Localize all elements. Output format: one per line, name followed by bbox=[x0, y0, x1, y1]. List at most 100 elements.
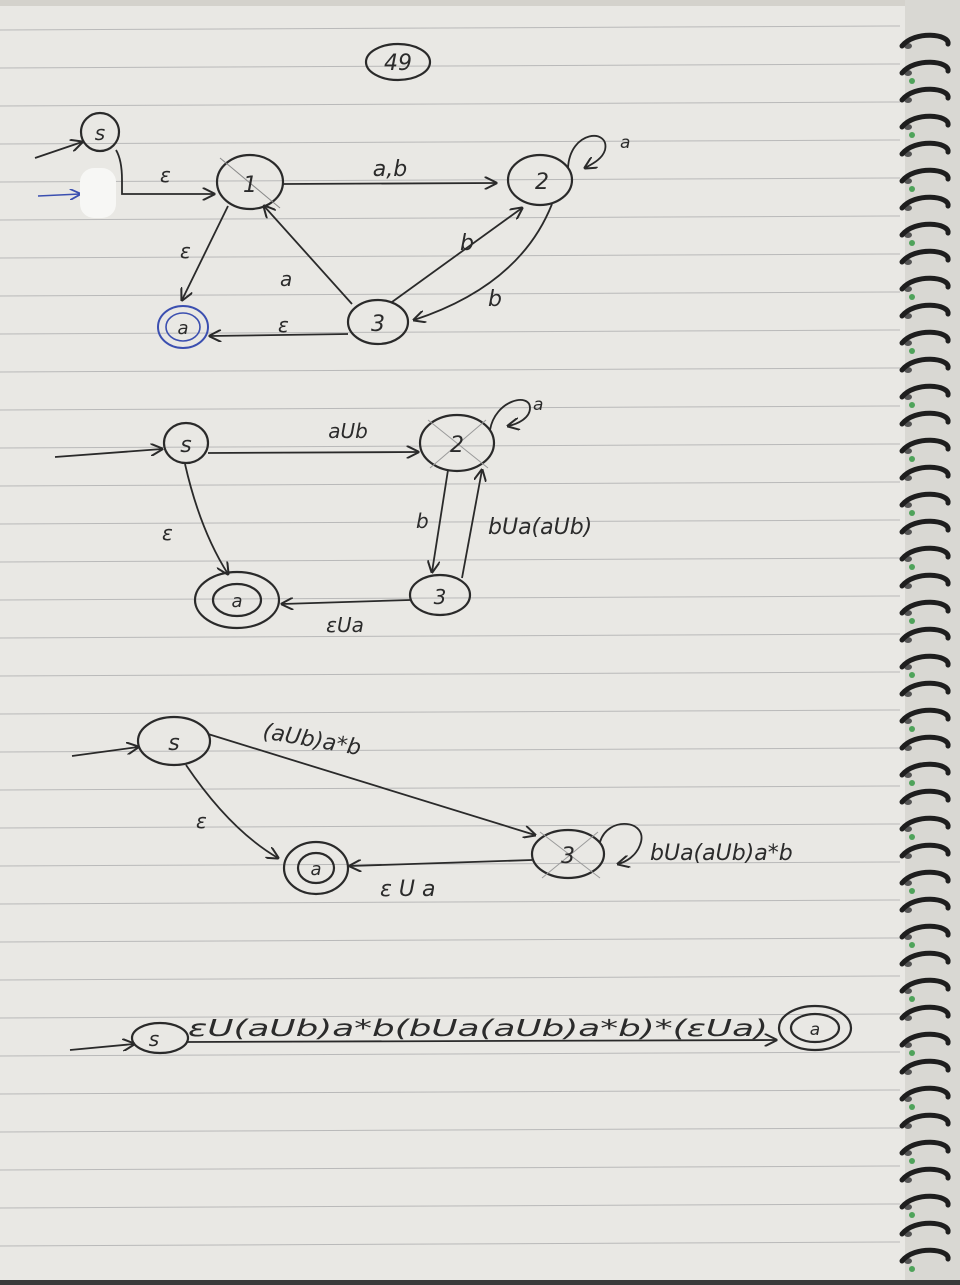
ruled-line bbox=[0, 443, 901, 449]
ruled-line bbox=[0, 101, 901, 107]
svg-text:a: a bbox=[177, 318, 188, 339]
spiral-coil bbox=[899, 1220, 951, 1237]
d3-edge-3-loop bbox=[599, 823, 643, 864]
spiral-coil bbox=[899, 383, 951, 400]
binding-green-dot bbox=[909, 996, 915, 1002]
ruled-line bbox=[0, 63, 901, 69]
d2-label-2-3: b bbox=[416, 509, 429, 533]
binding-green-dot bbox=[909, 888, 915, 894]
d3-state-3: 3 bbox=[530, 828, 606, 880]
ruled-lines bbox=[0, 25, 901, 1247]
d1-label-3-2: b bbox=[460, 231, 474, 256]
binding-green-dot bbox=[909, 1050, 915, 1056]
ruled-line bbox=[0, 937, 901, 943]
d3-state-accept: a bbox=[282, 840, 350, 896]
spiral-coil bbox=[899, 653, 951, 670]
d1-label-3-1: a bbox=[280, 267, 292, 291]
spiral-coil bbox=[899, 464, 951, 481]
svg-text:a: a bbox=[310, 859, 321, 880]
d3-label-s-accept: ε bbox=[196, 809, 207, 833]
ruled-line bbox=[0, 139, 901, 145]
spiral-coil bbox=[899, 1058, 951, 1075]
ruled-line bbox=[0, 177, 901, 183]
d1-edge-1-accept bbox=[182, 205, 229, 300]
spiral-coil bbox=[899, 221, 951, 238]
d2-edge-3-accept bbox=[282, 600, 411, 604]
d3-state-s: s bbox=[136, 715, 212, 767]
spiral-coil bbox=[899, 1166, 951, 1183]
spiral-coil bbox=[899, 248, 951, 265]
binding-green-dot bbox=[909, 1212, 915, 1218]
ruled-line bbox=[0, 367, 901, 373]
ruled-line bbox=[0, 405, 901, 411]
d1-edge-2-3 bbox=[414, 203, 553, 320]
d1-state-1: 1 bbox=[215, 153, 285, 211]
ruled-line bbox=[0, 25, 901, 31]
final-start-arrow bbox=[69, 1044, 134, 1050]
binding-green-dot bbox=[909, 240, 915, 246]
d1-edge-3-accept bbox=[210, 334, 349, 336]
spiral-binding bbox=[899, 32, 951, 1272]
d2-edge-s-2 bbox=[207, 452, 418, 453]
d1-label-2-3: b bbox=[488, 287, 502, 312]
spiral-coil bbox=[899, 1193, 951, 1210]
ruled-line bbox=[0, 1127, 901, 1133]
d1-edge-1-2 bbox=[282, 183, 496, 184]
ruled-line bbox=[0, 785, 901, 791]
spiral-coil bbox=[899, 950, 951, 967]
binding-green-dot bbox=[909, 294, 915, 300]
binding-green-dot bbox=[909, 672, 915, 678]
d2-label-2-loop: a bbox=[533, 395, 543, 415]
final-expression: εU(aUb)a*b(bUa(aUb)a*b)*(εUa) bbox=[188, 1016, 768, 1042]
spiral-coil bbox=[899, 977, 951, 994]
d1-label-1-2: a,b bbox=[373, 157, 407, 182]
page-shadow bbox=[0, 0, 960, 6]
d1-start-arrow bbox=[34, 142, 82, 159]
ruled-line bbox=[0, 595, 901, 601]
d1-label-1-accept: ε bbox=[180, 239, 191, 263]
d1-state-2: 2 bbox=[506, 153, 574, 207]
svg-text:a: a bbox=[231, 591, 242, 612]
svg-text:s: s bbox=[168, 731, 179, 756]
d1-edge-2-loop bbox=[567, 135, 607, 168]
spiral-coil bbox=[899, 59, 951, 76]
d2-label-s-accept: ε bbox=[162, 521, 173, 545]
svg-text:3: 3 bbox=[371, 312, 385, 337]
d1-state-3: 3 bbox=[346, 298, 410, 346]
spiral-coil bbox=[899, 356, 951, 373]
binding-green-dot bbox=[909, 348, 915, 354]
final-edge bbox=[185, 1040, 776, 1042]
d2-state-accept: a bbox=[193, 570, 281, 630]
ruled-line bbox=[0, 1241, 901, 1247]
ruled-line bbox=[0, 1013, 901, 1019]
d2-label-3-2: bUa(aUb) bbox=[488, 515, 592, 540]
ruled-line bbox=[0, 557, 901, 563]
spiral-coil bbox=[899, 410, 951, 427]
ruled-line bbox=[0, 329, 901, 335]
ruled-line bbox=[0, 1165, 901, 1171]
binding-green-dot bbox=[909, 726, 915, 732]
diagram-final: s εU(aUb)a*b(bUa(aUb)a*b)*(εUa) a bbox=[69, 1004, 853, 1055]
ruled-line bbox=[0, 899, 901, 905]
spiral-coil bbox=[899, 707, 951, 724]
d1-label-3-accept: ε bbox=[278, 313, 289, 337]
page-number-badge: 49 bbox=[364, 42, 432, 82]
spiral-coil bbox=[899, 572, 951, 589]
binding-green-dot bbox=[909, 618, 915, 624]
ruled-line bbox=[0, 253, 901, 259]
binding-green-dot bbox=[909, 834, 915, 840]
ruled-line bbox=[0, 747, 901, 753]
binding-green-dot bbox=[909, 510, 915, 516]
d1-edge-s-1 bbox=[115, 149, 214, 194]
svg-text:2: 2 bbox=[535, 170, 549, 195]
d1-state-s: s bbox=[79, 111, 121, 153]
ruled-line bbox=[0, 633, 901, 639]
d1-state-accept: a bbox=[157, 305, 209, 349]
page-number: 49 bbox=[384, 51, 412, 76]
svg-text:1: 1 bbox=[243, 173, 257, 198]
final-state-accept: a bbox=[777, 1004, 853, 1052]
spiral-coil bbox=[899, 32, 951, 49]
ruled-line bbox=[0, 1051, 901, 1057]
